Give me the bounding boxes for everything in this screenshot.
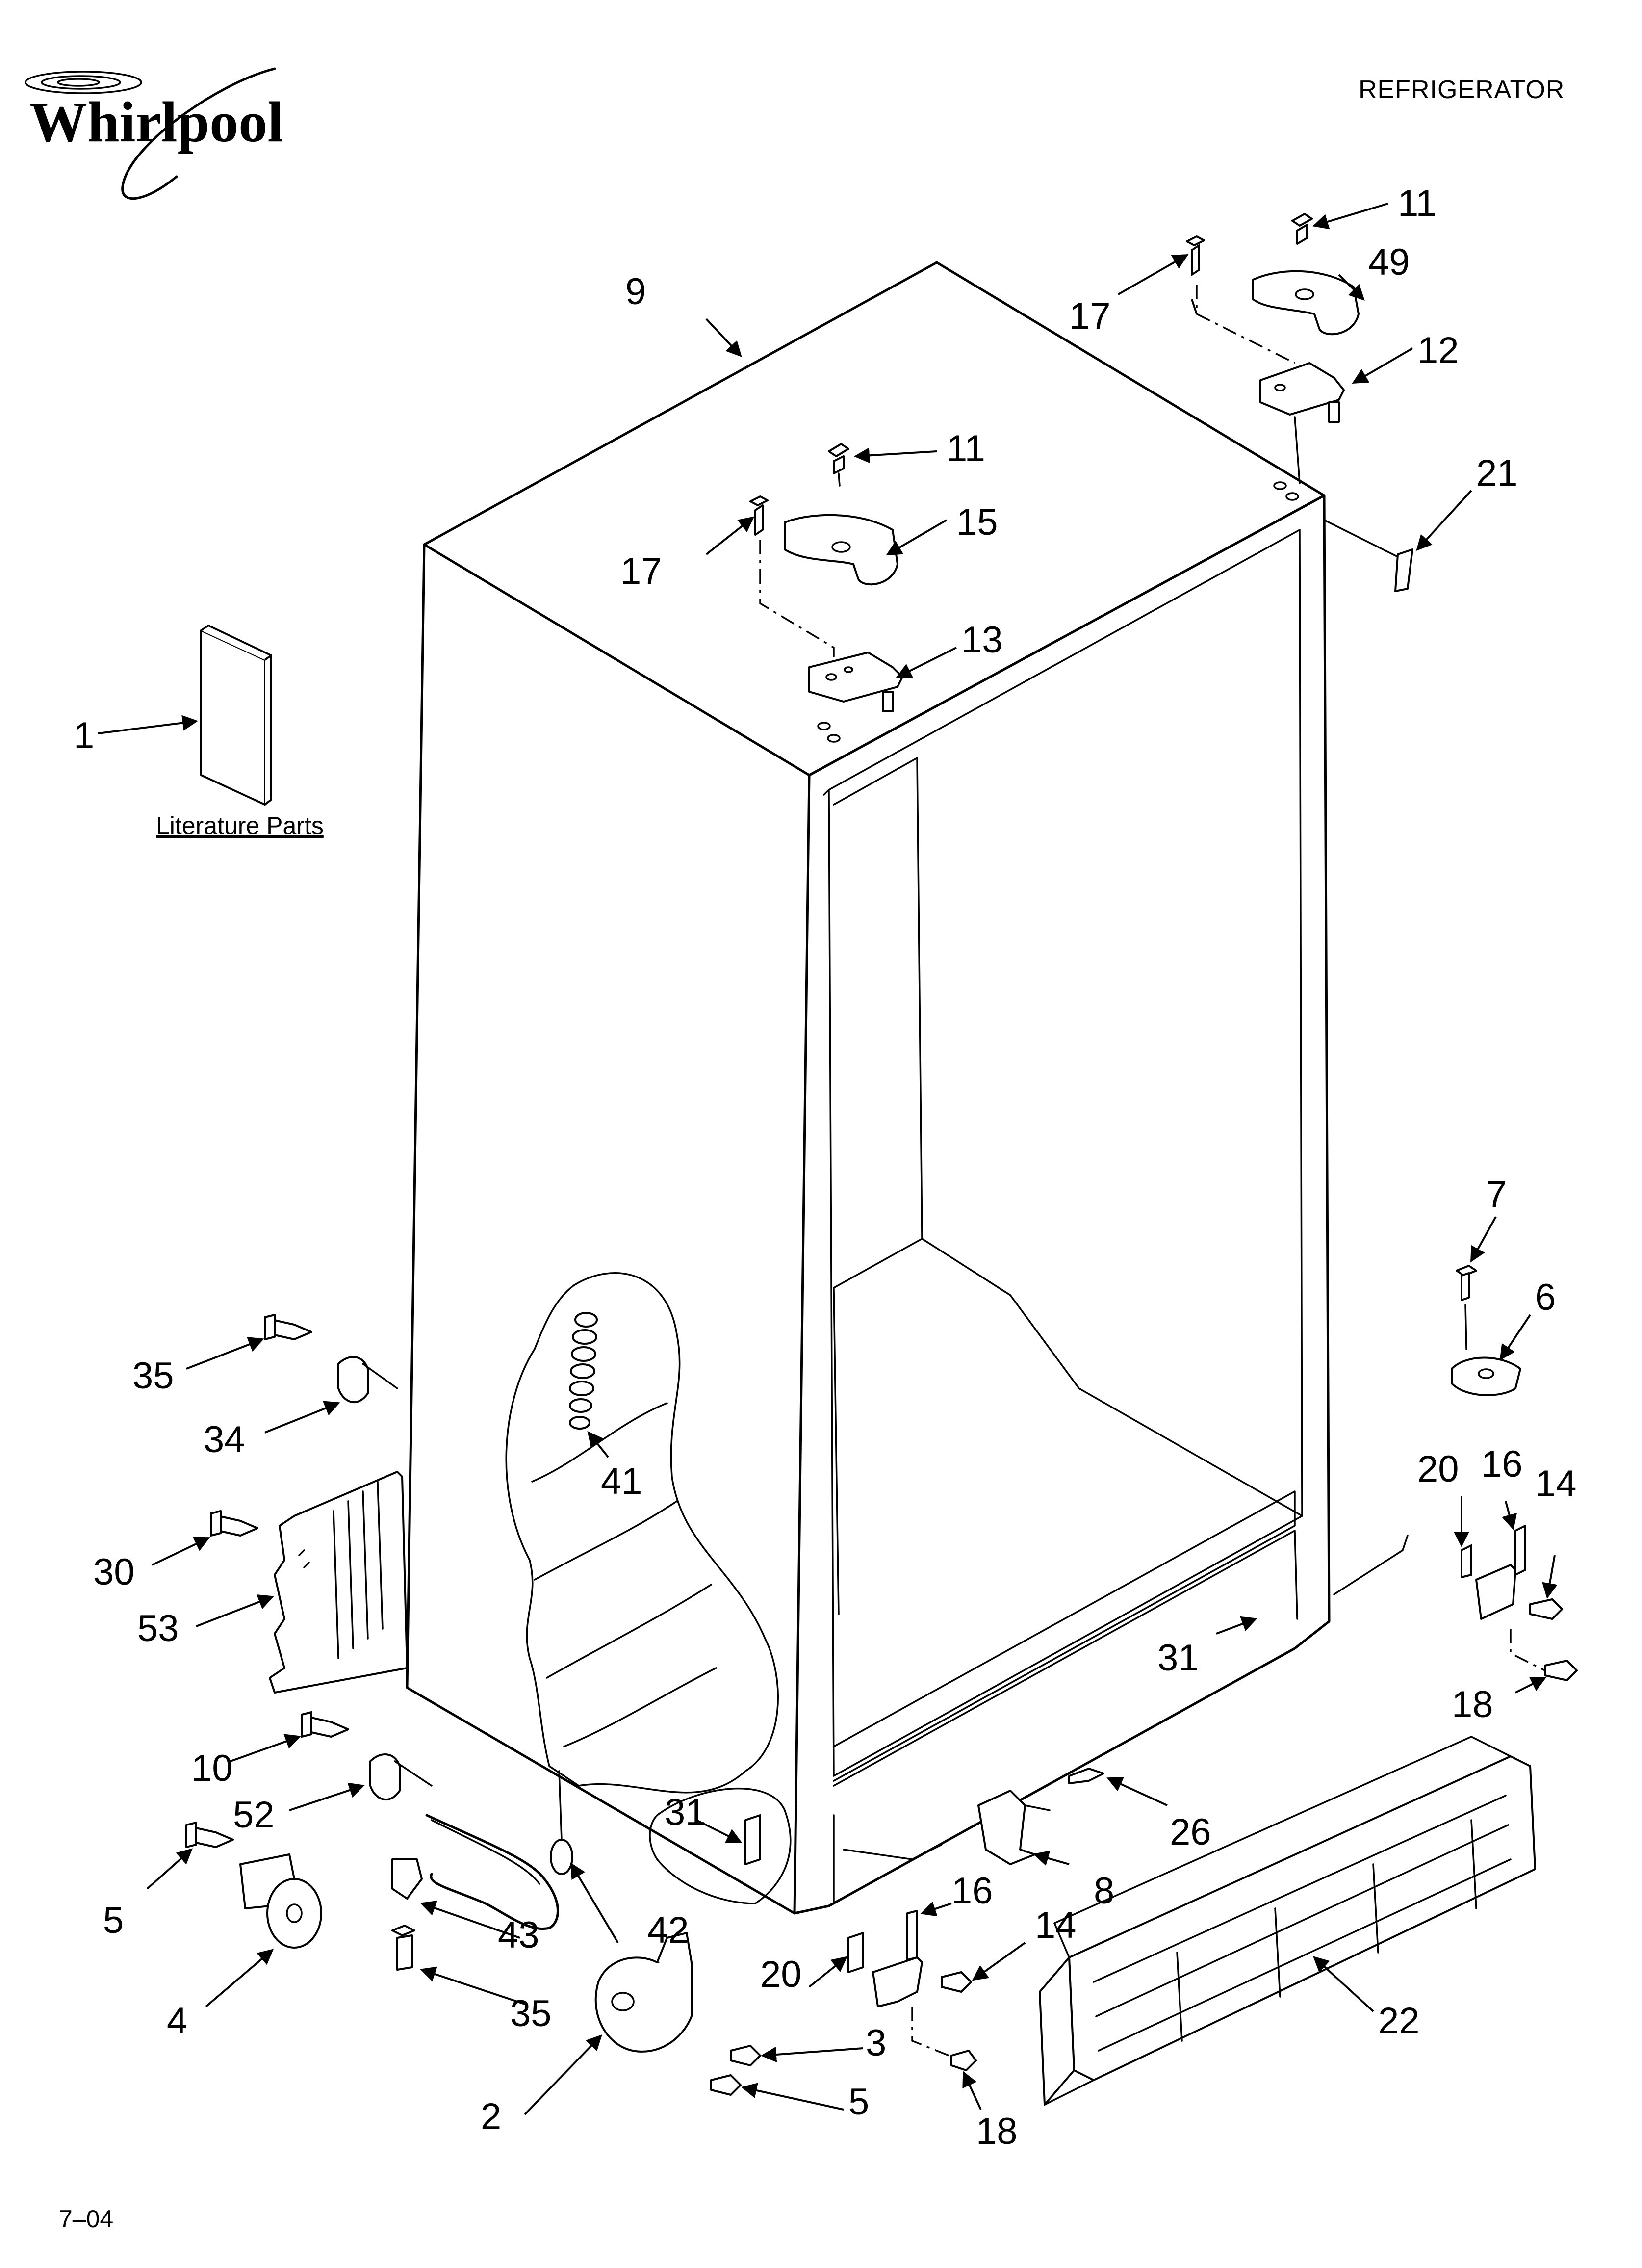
callout-53: 53 xyxy=(137,1608,179,1649)
callout-21: 21 xyxy=(1476,452,1518,494)
callout-52: 52 xyxy=(233,1794,275,1836)
top-hinge-right xyxy=(1186,213,1360,484)
callout-26: 26 xyxy=(1170,1811,1211,1853)
whirlpool-logo: Whirlpool xyxy=(25,67,283,200)
brand-wordmark: Whirlpool xyxy=(29,90,283,154)
callout-18: 18 xyxy=(1452,1684,1493,1725)
callout-14: 14 xyxy=(1035,1904,1077,1946)
callout-6: 6 xyxy=(1535,1277,1556,1318)
callout-41: 41 xyxy=(601,1460,642,1502)
callout-30: 30 xyxy=(93,1551,135,1593)
callout-17: 17 xyxy=(620,550,662,592)
callout-17: 17 xyxy=(1069,295,1111,337)
bottom-bracket-center xyxy=(843,1768,1104,2071)
callout-labels: 9 11 11 49 17 12 21 17 15 13 1 7 6 35 34… xyxy=(74,182,1577,2152)
callout-1: 1 xyxy=(74,715,94,756)
callout-31: 31 xyxy=(1157,1637,1199,1679)
drain-spring xyxy=(569,1312,598,1430)
callout-7: 7 xyxy=(1486,1173,1507,1215)
callout-43: 43 xyxy=(498,1914,539,1956)
callout-8: 8 xyxy=(1094,1870,1114,1912)
callout-3: 3 xyxy=(866,2022,886,2064)
callout-9: 9 xyxy=(625,271,646,313)
callout-11: 11 xyxy=(1398,182,1437,224)
callout-42: 42 xyxy=(647,1909,689,1951)
callout-13: 13 xyxy=(961,619,1003,661)
callout-20: 20 xyxy=(1417,1448,1459,1490)
hinge-cap-right xyxy=(1451,1265,1521,1396)
callout-16: 16 xyxy=(1481,1443,1523,1485)
leader-arrows xyxy=(98,203,1558,2115)
callout-20: 20 xyxy=(760,1954,802,1995)
callout-35: 35 xyxy=(132,1355,174,1397)
callout-10: 10 xyxy=(191,1747,233,1789)
stud-part-21 xyxy=(1323,519,1413,592)
cabinet xyxy=(406,261,1331,1915)
callout-16: 16 xyxy=(951,1870,993,1912)
cutaway-section xyxy=(505,1272,792,1904)
section-title: REFRIGERATOR xyxy=(1359,76,1565,104)
literature-booklet xyxy=(200,625,272,806)
callout-2: 2 xyxy=(481,2096,501,2138)
callout-11: 11 xyxy=(947,428,985,469)
bottom-hinge-assembly xyxy=(594,1932,761,2096)
left-side-parts xyxy=(185,1314,573,1971)
top-hinge-left xyxy=(749,443,903,712)
callout-49: 49 xyxy=(1368,241,1410,283)
callout-5: 5 xyxy=(103,1900,124,1941)
callout-5: 5 xyxy=(848,2081,869,2123)
callout-31: 31 xyxy=(665,1792,706,1833)
bottom-bracket-right xyxy=(1333,1525,1578,1681)
callout-4: 4 xyxy=(167,2000,187,2042)
callout-22: 22 xyxy=(1378,2000,1420,2042)
footer-code: 7–04 xyxy=(59,2205,113,2233)
base-grille xyxy=(1039,1736,1536,2106)
literature-parts-label: Literature Parts xyxy=(156,812,324,839)
callout-35: 35 xyxy=(510,1993,552,2034)
callout-18: 18 xyxy=(976,2111,1018,2152)
callout-34: 34 xyxy=(204,1419,245,1460)
callout-15: 15 xyxy=(956,501,998,543)
callout-12: 12 xyxy=(1417,330,1459,371)
callout-14: 14 xyxy=(1535,1463,1577,1505)
